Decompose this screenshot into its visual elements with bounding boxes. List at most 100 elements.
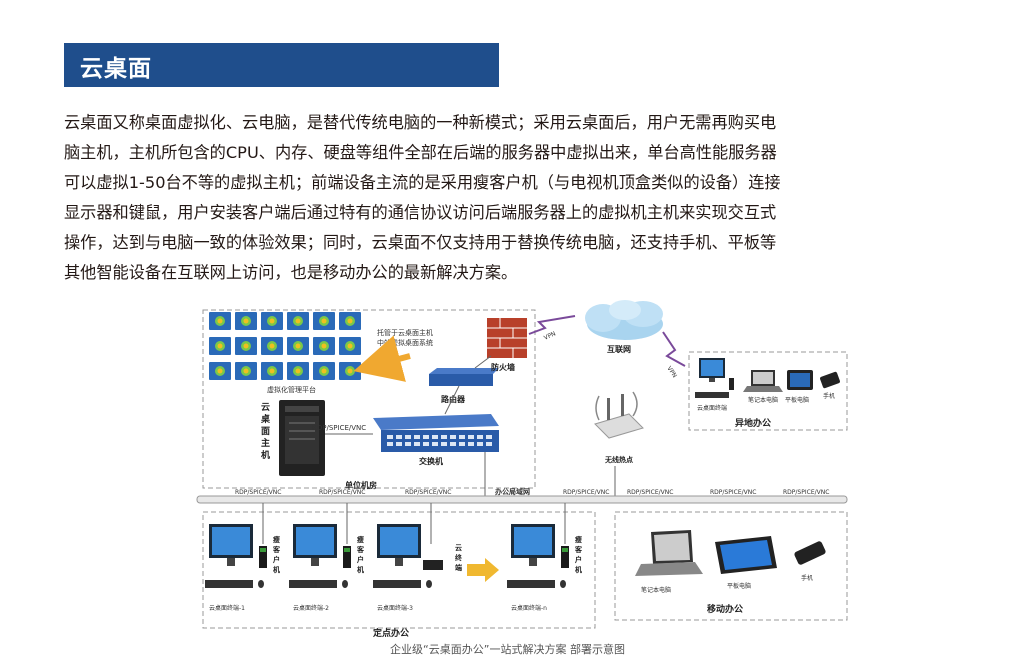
paragraph-line: 可以虚拟1-50台不等的虚拟主机；前端设备主流的是采用瘦客户机（与电视机顶盒类似…	[64, 173, 781, 192]
keyboard-icon	[507, 580, 555, 588]
switch-port	[396, 435, 402, 439]
virtual-desktop-grid	[209, 312, 361, 380]
virtual-desktop-icon	[287, 362, 309, 380]
server-room-label: 单位机房	[345, 480, 377, 490]
switch-port	[414, 435, 420, 439]
switch-icon	[373, 414, 499, 452]
virtual-desktop-icon	[339, 337, 361, 355]
switch-port	[468, 435, 474, 439]
server-room-zone	[202, 309, 536, 489]
mouse-icon	[342, 580, 348, 588]
paragraph-line: 显示器和键鼠，用户安装客户端后通过特有的通信协议访问后端服务器上的虚拟机主机来实…	[64, 203, 777, 222]
keyboard-icon	[373, 580, 421, 588]
internet-cloud-icon	[585, 300, 663, 340]
switch-port	[441, 435, 447, 439]
remote-monitor-icon	[695, 358, 734, 398]
deployment-diagram: 虚拟化管理平台 托管于云桌面主机 中的虚拟桌面系统 云 桌 面 主 机 RDP/…	[196, 300, 848, 639]
hosted-note-2: 中的虚拟桌面系统	[377, 338, 433, 347]
virtual-desktop-icon	[339, 312, 361, 330]
terminal-label: 云桌面终端-3	[377, 604, 413, 612]
vpn-label-1: VPN	[543, 330, 557, 342]
remote-device-label: 手机	[823, 392, 835, 400]
virtual-desktop-icon	[261, 312, 283, 330]
switch-port	[423, 435, 429, 439]
mobile-laptop-icon	[635, 530, 703, 576]
vpn-link-2	[662, 331, 686, 367]
switch-port	[432, 442, 438, 446]
switch-port	[432, 435, 438, 439]
remote-tablet-icon	[787, 370, 813, 390]
switch-port	[387, 442, 393, 446]
thin-client-label: 瘦客户机	[272, 535, 281, 574]
paragraph-line: 操作，达到与电脑一致的体验效果；同时，云桌面不仅支持用于替换传统电脑，还支持手机…	[64, 233, 777, 252]
remote-office-zone	[688, 351, 848, 431]
switch-port	[405, 442, 411, 446]
firewall-label: 防火墙	[491, 362, 515, 372]
switch-port	[450, 435, 456, 439]
virtual-desktop-icon	[209, 337, 231, 355]
remote-device-label: 平板电脑	[785, 396, 809, 404]
fixed-terminal: 云桌面终端-2 瘦客户机	[289, 503, 365, 612]
vpn-label-2: VPN	[665, 365, 678, 379]
mobile-office-zone	[614, 511, 848, 621]
wireless-ap-label: 无线热点	[604, 455, 633, 464]
fixed-office-zone	[202, 511, 596, 629]
virtual-desktop-icon	[339, 362, 361, 380]
keyboard-icon	[289, 580, 337, 588]
virtual-desktop-icon	[235, 312, 257, 330]
thin-client-label: 瘦客户机	[574, 535, 583, 574]
mobile-phone-icon	[794, 541, 826, 565]
switch-port	[450, 442, 456, 446]
fixed-terminal: 云桌面终端-3	[373, 503, 443, 612]
firewall-router-link	[474, 355, 492, 369]
virtual-desktop-icon	[287, 337, 309, 355]
paragraph-line: 脑主机，主机所包含的CPU、内存、硬盘等组件全部在后端的服务器中虚拟出来，单台高…	[64, 143, 777, 162]
switch-port	[486, 435, 492, 439]
virtual-desktop-icon	[313, 312, 335, 330]
virtual-desktop-icon	[261, 337, 283, 355]
bus-label: RDP/SPICE/VNC	[319, 489, 365, 496]
thin-client-icon	[259, 546, 267, 568]
remote-office-label: 异地办公	[735, 417, 771, 429]
section-title: 云桌面	[80, 56, 152, 82]
vpn-link-1	[528, 315, 576, 335]
lan-bus	[196, 495, 848, 504]
mobile-device-label: 手机	[801, 574, 813, 582]
hosted-arrow	[353, 335, 411, 382]
router-label: 路由器	[441, 394, 466, 404]
switch-port	[387, 435, 393, 439]
hosted-note-1: 托管于云桌面主机	[377, 328, 433, 337]
router-switch-link	[444, 385, 460, 415]
switch-port	[405, 435, 411, 439]
mobile-office-label: 移动办公	[707, 603, 743, 615]
terminal-label: 云桌面终端-1	[209, 604, 245, 612]
switch-port	[477, 435, 483, 439]
terminal-label: 云桌面终端-n	[511, 604, 547, 612]
virtual-desktop-icon	[209, 362, 231, 380]
server-tower-icon	[279, 400, 325, 476]
intro-paragraph: 云桌面又称桌面虚拟化、云电脑，是替代传统电脑的一种新模式；采用云桌面后，用户无需…	[64, 108, 954, 288]
firewall-icon	[487, 318, 527, 358]
thin-client-label: 瘦客户机	[356, 535, 365, 574]
fixed-office-label: 定点办公	[372, 627, 409, 639]
mouse-icon	[426, 580, 432, 588]
switch-port	[396, 442, 402, 446]
internet-label: 互联网	[607, 344, 631, 354]
fixed-terminal: 云桌面终端-n 瘦客户机	[507, 503, 583, 612]
cloud-terminal-label: 云终端	[455, 544, 463, 572]
switch-port	[468, 442, 474, 446]
terminal-label: 云桌面终端-2	[293, 604, 329, 612]
thin-client-icon	[343, 546, 351, 568]
paragraph-line: 其他智能设备在互联网上访问，也是移动办公的最新解决方案。	[64, 263, 518, 282]
virtual-desktop-icon	[235, 337, 257, 355]
virtual-desktop-icon	[313, 362, 335, 380]
bus-label: RDP/SPICE/VNC	[710, 489, 756, 496]
switch-port	[414, 442, 420, 446]
bus-label: RDP/SPICE/VNC	[235, 489, 281, 496]
virtual-desktop-icon	[287, 312, 309, 330]
thin-client-icon	[561, 546, 569, 568]
switch-port	[459, 442, 465, 446]
mouse-icon	[258, 580, 264, 588]
vm-platform-label: 虚拟化管理平台	[267, 385, 316, 394]
